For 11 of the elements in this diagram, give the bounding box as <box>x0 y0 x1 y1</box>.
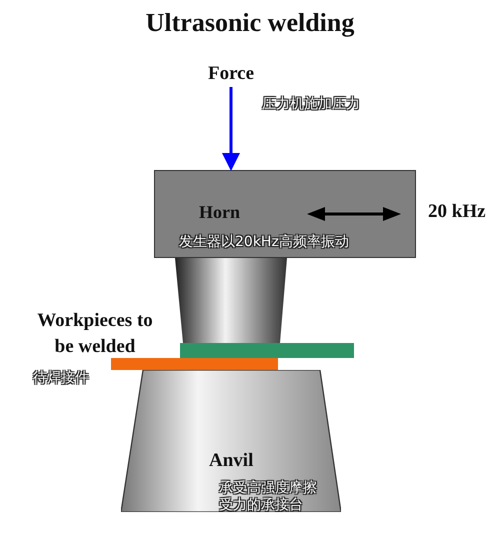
horn-label: Horn <box>199 201 240 223</box>
frequency-label: 20 kHz <box>428 201 486 223</box>
caption-text: 发生器以20kHz高频率振动 <box>179 233 349 251</box>
horn-block <box>154 170 416 258</box>
caption-text: 压力机施加压力 <box>262 95 360 113</box>
arrow <box>222 87 240 171</box>
caption-text: 待焊接件 <box>33 369 89 387</box>
force-label: Force <box>206 62 256 86</box>
anvil-label: Anvil <box>209 450 254 472</box>
part-label: Workpieces to be welded <box>36 309 154 359</box>
title: Ultrasonic welding <box>144 8 356 38</box>
